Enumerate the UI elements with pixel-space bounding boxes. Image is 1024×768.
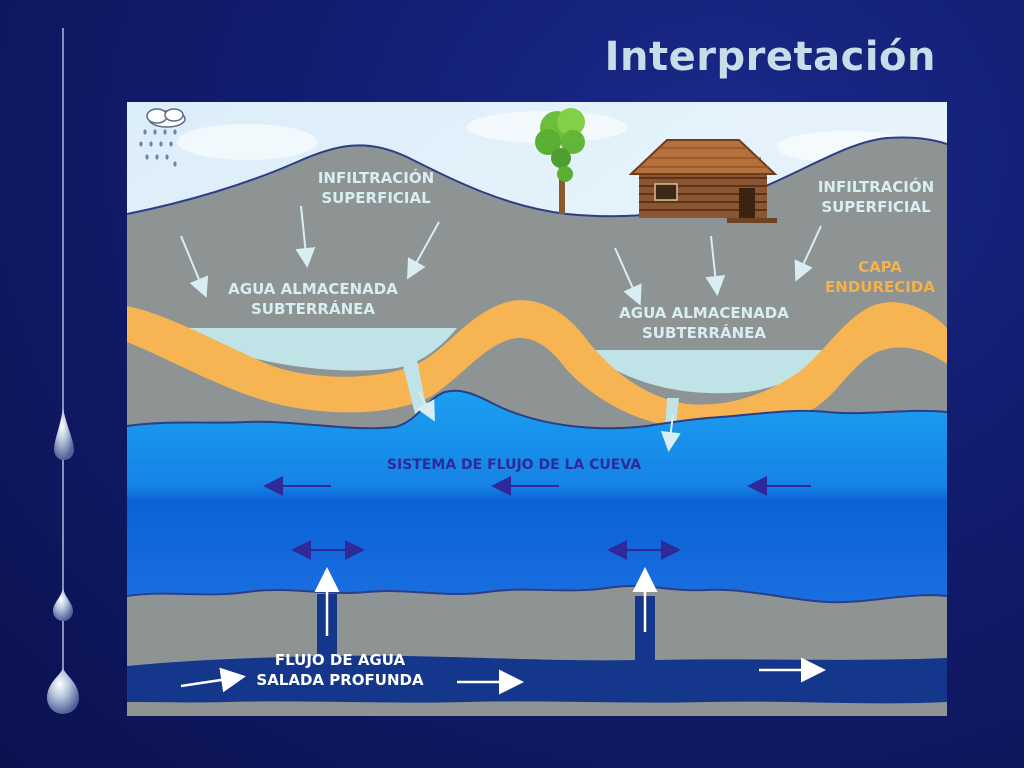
cabin-icon [628, 139, 778, 223]
tree-icon [535, 108, 585, 214]
slide-title: Interpretación [604, 34, 936, 80]
label-cave-flow: SISTEMA DE FLUJO DE LA CUEVA [386, 457, 642, 473]
rain-cloud-icon [139, 108, 186, 167]
water-drip-icon [47, 28, 79, 714]
deep-water-channel [127, 655, 947, 704]
hardened-layer [127, 300, 947, 430]
stored-water-right [582, 350, 827, 394]
stored-water-left [167, 328, 457, 371]
